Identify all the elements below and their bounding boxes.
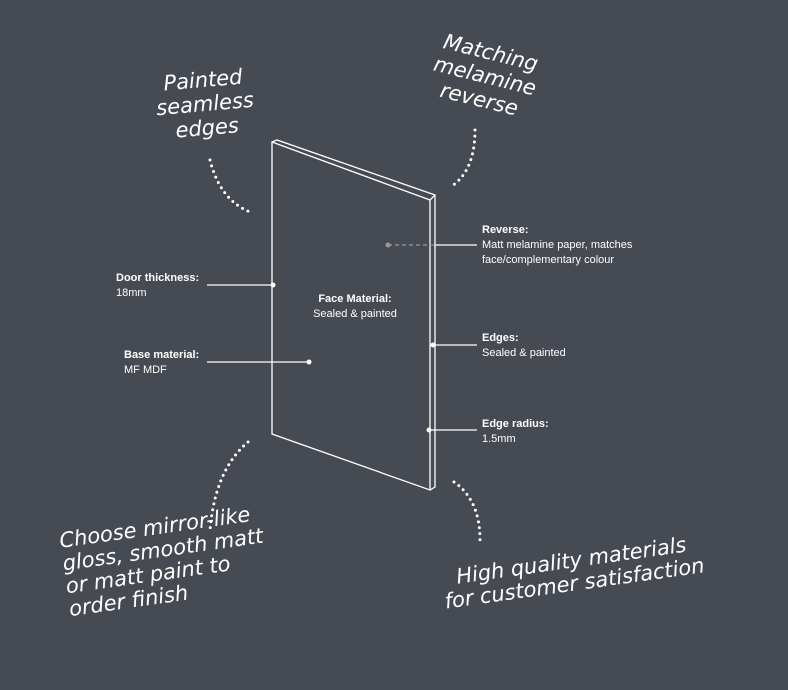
label-value: face/complementary colour [482,254,615,266]
label-title: Door thickness: [116,272,200,284]
label-value: 18mm [116,287,147,299]
label-title: Face Material: [318,293,392,305]
label-title: Reverse: [482,224,529,236]
label-edge-radius: Edge radius: 1.5mm [482,417,549,447]
label-door-thickness: Door thickness: 18mm [116,271,199,301]
dotted-arcs [208,128,482,542]
label-edges: Edges: Sealed & painted [482,331,566,361]
leader-lines [207,244,477,431]
label-base-material: Base material: MF MDF [124,348,199,378]
label-value: MF MDF [124,364,167,376]
label-title: Base material: [124,349,200,361]
label-value: Sealed & painted [313,308,397,320]
leader-dots [270,242,436,433]
door-panel [271,139,436,491]
label-value: 1.5mm [482,433,516,445]
label-value: Sealed & painted [482,347,566,359]
label-title: Edge radius: [482,418,549,430]
label-face-material: Face Material: Sealed & painted [300,292,410,322]
callout-painted-edges: Painted seamless edges [147,63,263,144]
label-reverse: Reverse: Matt melamine paper, matches fa… [482,223,632,268]
label-value: Matt melamine paper, matches [482,239,633,251]
label-title: Edges: [482,332,519,344]
